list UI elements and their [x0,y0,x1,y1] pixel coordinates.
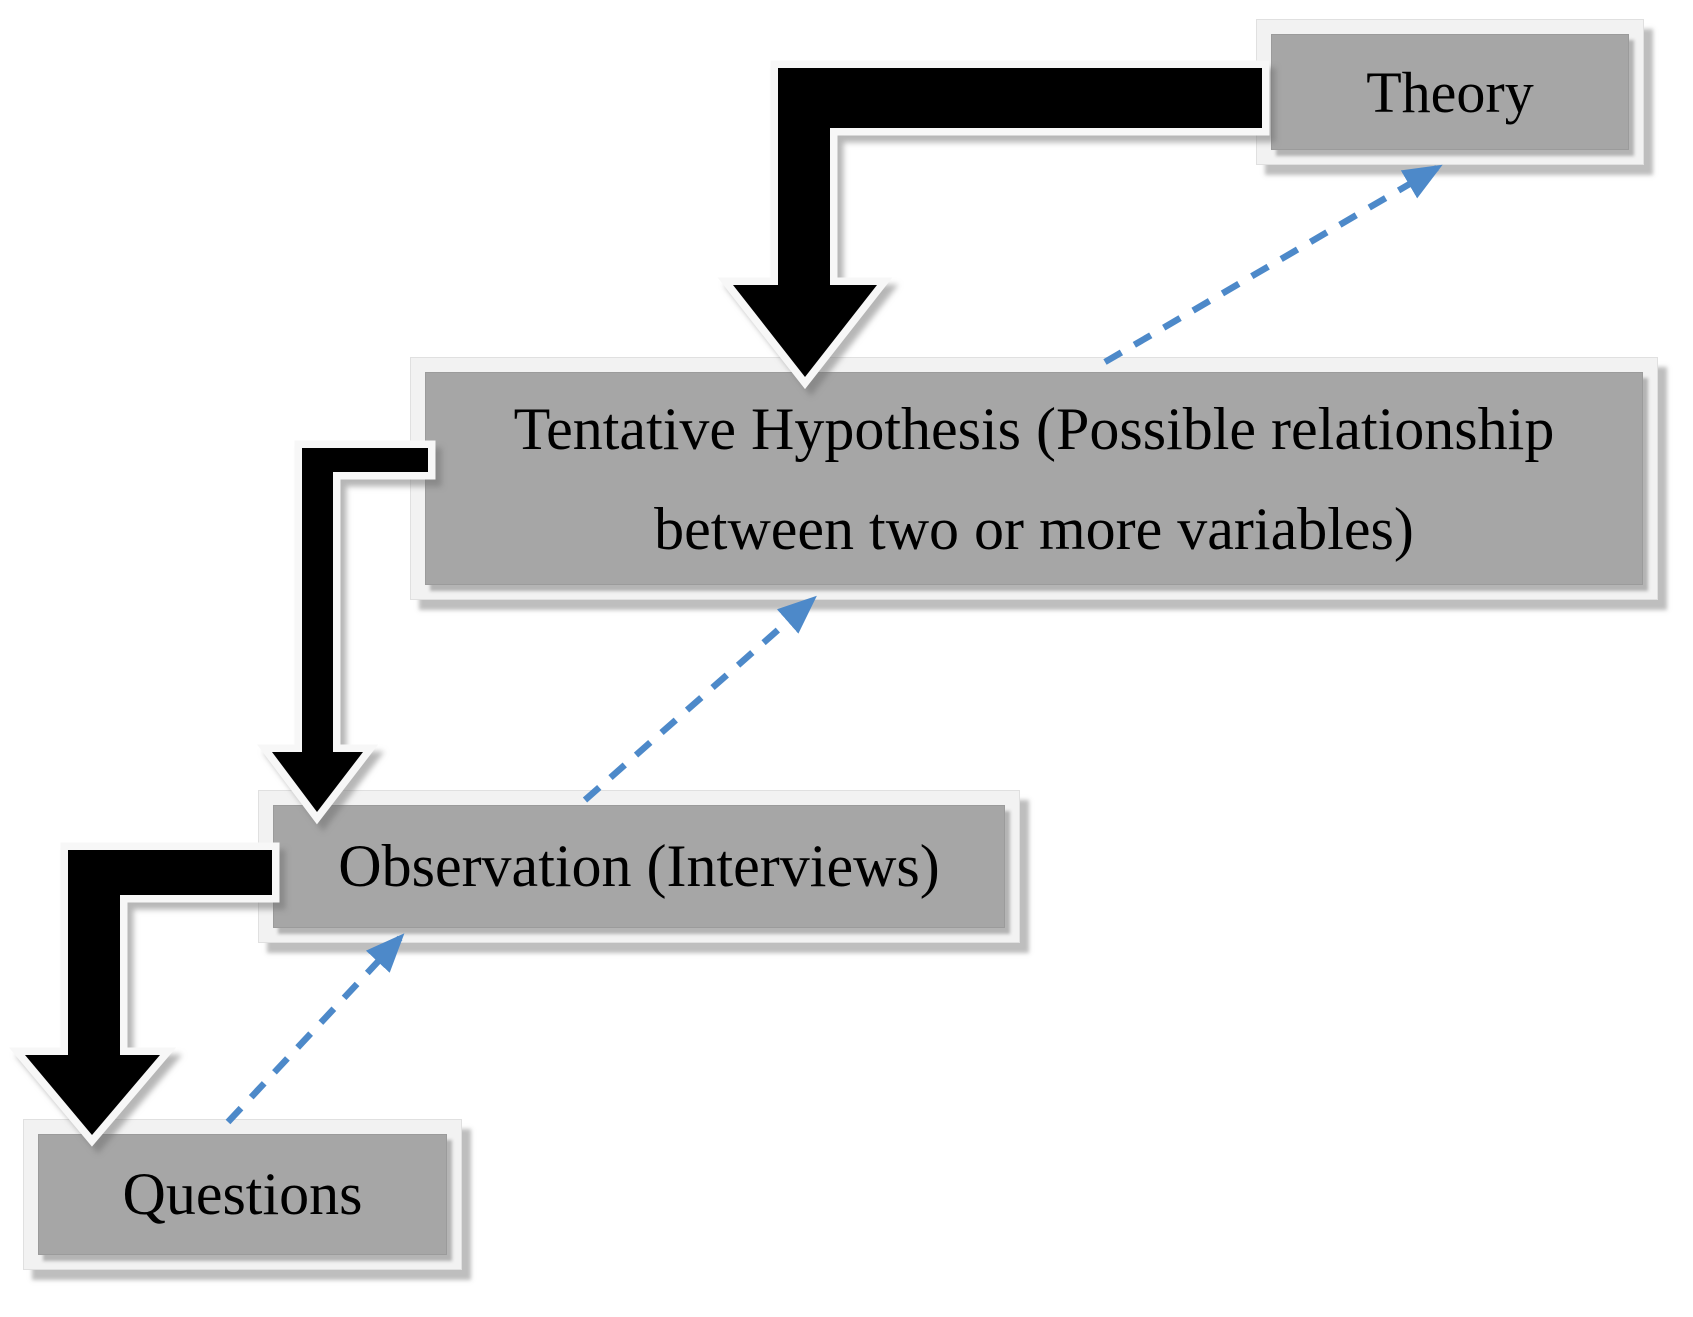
box-tentative-hypothesis-label-line1: Tentative Hypothesis (Possible relations… [513,395,1555,462]
box-theory-surface: Theory [1271,34,1629,150]
solid-arrow-hypothesis-to-observation-icon [257,440,436,825]
box-questions-label: Questions [122,1161,363,1227]
box-observation-surface: Observation (Interviews) [273,805,1005,928]
box-questions: Questions [23,1119,462,1270]
dashed-arrow-questions-to-observation-icon [225,933,405,1125]
box-theory-label: Theory [1366,59,1534,125]
box-theory: Theory [1256,19,1644,165]
box-tentative-hypothesis-surface: Tentative Hypothesis (Possible relations… [425,372,1643,585]
solid-arrow-theory-to-hypothesis-icon [717,60,1270,390]
dashed-arrow-hypothesis-to-theory-icon [1103,164,1443,365]
box-tentative-hypothesis-label-line2: between two or more variables) [654,495,1414,562]
box-tentative-hypothesis: Tentative Hypothesis (Possible relations… [410,357,1658,600]
dashed-arrow-observation-to-hypothesis-icon [582,595,817,803]
solid-arrow-observation-to-questions-icon [8,842,280,1147]
box-observation-label: Observation (Interviews) [338,833,940,899]
box-observation: Observation (Interviews) [258,790,1020,943]
box-questions-surface: Questions [38,1134,447,1255]
